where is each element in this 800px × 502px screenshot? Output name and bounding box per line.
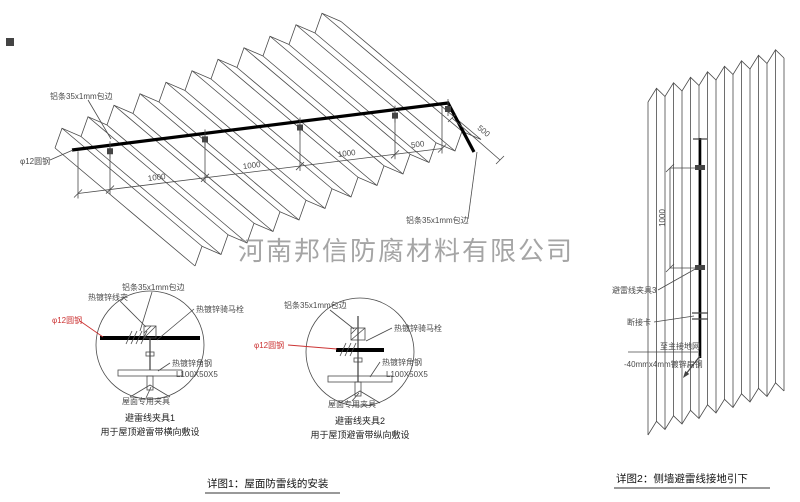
wall-clamp-lower — [695, 265, 705, 270]
label-clamp3: 避雷线夹具3 — [612, 285, 657, 295]
label-flat-steel: -40mmx4mm镀锌扁钢 — [624, 359, 703, 369]
label-strip-detail2: 铝条35x1mm包边 — [284, 300, 347, 310]
dim-1000-b: 1000 — [242, 160, 261, 171]
caption-detail1: 详图1：屋面防雷线的安装 — [207, 477, 329, 490]
label-round-steel-roof: φ12圆钢 — [20, 156, 50, 166]
wall-dimension — [665, 163, 700, 273]
detail1-subtitle: 用于屋顶避雷带横向敷设 — [100, 426, 199, 437]
label-aluminum-strip-right: 铝条35x1mm包边 — [406, 215, 469, 225]
label-round-steel-2: φ12圆钢 — [254, 340, 284, 350]
detail1-circle — [95, 290, 205, 400]
detail1-title: 避雷线夹具1 — [125, 412, 175, 423]
ground-arrow-head — [683, 371, 690, 378]
dim-1000-c: 1000 — [337, 148, 356, 159]
label-strip-detail1: 铝条35x1mm包边 — [122, 282, 185, 292]
caption-detail2: 详图2：侧墙避雷线接地引下 — [616, 472, 748, 485]
watermark: 河南邦信防腐材料有限公司 — [238, 237, 574, 266]
detail2-subtitle: 用于屋顶避雷带纵向敷设 — [310, 429, 409, 440]
ground-arrow-line — [685, 355, 701, 375]
detail-circle-1 — [79, 290, 205, 400]
label-angle-steel-1: 热镀锌角钢 — [172, 358, 212, 368]
wall-corrugation — [647, 49, 785, 436]
label-round-steel-1: φ12圆钢 — [52, 315, 82, 325]
detail2-title: 避雷线夹具2 — [335, 415, 385, 426]
wall-dim-1000: 1000 — [658, 209, 667, 227]
label-roof-clamp-1: 屋面专用夹具 — [122, 396, 170, 406]
label-angle-size-2: L100X50X5 — [386, 370, 428, 379]
wall-downlead-group — [683, 138, 708, 378]
label-to-ground-grid: 至主接地网 — [660, 341, 700, 351]
detail2-angle-steel — [327, 375, 393, 383]
label-saddle-bolt-1: 热镀锌骑马栓 — [196, 304, 244, 314]
detail1-roof-rib — [129, 384, 171, 398]
corner-marker-square — [6, 38, 14, 46]
dim-500-a: 500 — [411, 139, 426, 150]
label-angle-steel-2: 热镀锌角钢 — [382, 357, 422, 367]
label-angle-size-1: L100X50X5 — [176, 370, 218, 379]
label-aluminum-strip-top: 铝条35x1mm包边 — [50, 91, 113, 101]
detail2-circle — [305, 297, 415, 407]
label-wire-clip-1: 热镀锌线夹 — [88, 292, 128, 302]
dim-1000-a: 1000 — [147, 172, 166, 183]
label-disconnect-card: 断接卡 — [627, 317, 651, 327]
wall-clamp-upper — [695, 165, 705, 170]
roof-edge-dimension — [447, 113, 505, 165]
label-saddle-bolt-2: 热镀锌骑马栓 — [394, 323, 442, 333]
roof-corrugation — [54, 12, 482, 267]
wall-leader-lines — [628, 267, 698, 353]
detail1-angle-steel — [117, 369, 183, 377]
label-roof-clamp-2: 屋面专用夹具 — [328, 399, 376, 409]
roof-leader-lines — [49, 99, 478, 220]
roof-dimension-chain — [73, 105, 447, 199]
detail-circle-2 — [287, 297, 415, 407]
detail2-roof-rib — [339, 390, 381, 404]
